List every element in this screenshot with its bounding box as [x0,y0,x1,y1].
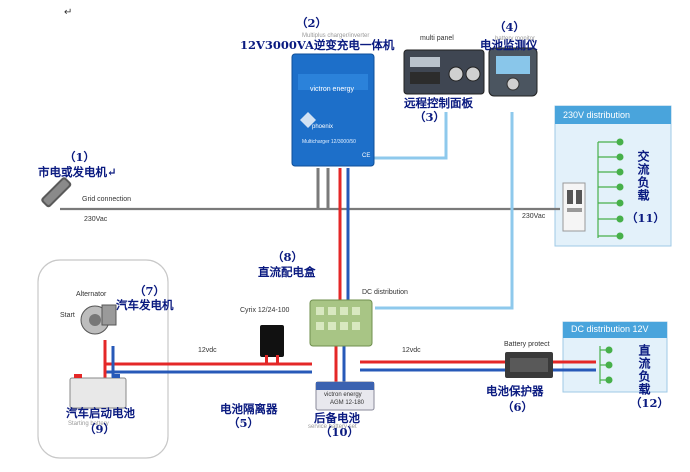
backup-battery-en-caption: service battery set [308,424,357,430]
dc-box-number: （8） [272,250,304,264]
backup-battery-spec: AGM 12-180 [330,400,365,406]
inverter-brand: victron energy [310,86,354,93]
battery-protect-en-caption: Battery protect [504,341,550,348]
cyrix-isolator-unit [260,325,284,357]
corner-mark: ↵ [64,7,73,18]
grid-plug-icon [41,177,72,208]
panel-label: 远程控制面板 [404,96,473,110]
inverter-unit [291,53,375,167]
monitor-en-caption: battery monitor [495,36,536,42]
isolator-en-caption: Cyrix 12/24-100 [240,307,290,314]
inverter-model: phoenix [312,124,334,130]
dc-panel-header-bar [563,322,667,338]
dc-load-bus [599,346,606,384]
ac-load-number: （11） [626,211,666,225]
panel-number: （3） [414,110,446,124]
inverter-dc-cables [316,168,350,305]
monitor-number: （4） [494,20,526,34]
grid-label: 市电或发电机↵ [38,165,117,179]
alternator-en-caption: Alternator [76,291,107,298]
dc-voltage-left: 12vdc [198,347,217,354]
grid-connection-text: Grid connection [82,196,132,203]
vehicle-frame [37,259,169,459]
dc-box-label: 直流配电盒 [258,265,316,279]
starting-battery-en-caption: Starting battery [68,421,109,427]
alternator-unit [80,304,117,335]
panel-en-caption: multi panel [420,35,454,42]
inverter-en-caption: Multiplus charger/inverter [302,33,370,39]
inverter-label: 12V3000VA逆变充电一体机 [240,38,395,52]
monitor-label: 电池监测仪 [480,38,538,52]
ac-voltage-right: 230Vac [522,213,546,220]
ac-load-label: 交流负载 [636,150,650,202]
backup-battery-brand: victron energy [324,392,362,398]
alternator-number: （7） [134,284,166,298]
dc-load-label: 直流负载 [637,344,651,396]
grid-number: （1） [64,150,96,164]
ac-voltage-left: 230Vac [84,216,108,223]
battery-protect-label: 电池保护器 [486,384,544,398]
dc-distribution-caption: DC distribution [362,289,408,296]
ac-load-dots [616,138,624,240]
alternator-label: 汽车发电机 [116,298,174,312]
starting-battery-number: （9） [84,422,116,436]
data-cables [366,112,514,310]
ac-panel-header-bar [555,106,671,124]
dc-load-dots [605,346,613,384]
battery-protect-number: （6） [502,400,534,414]
dc-voltage-right: 12vdc [402,347,421,354]
ac-load-bus [597,141,617,238]
ac-panel-header: 230V distribution [563,110,631,120]
starting-battery-label: 汽车启动电池 [66,406,135,420]
start-text: Start [60,312,75,319]
inverter-ce-mark: CE [362,153,371,159]
dc-panel-header: DC distribution 12V [571,324,649,334]
backup-battery-number: （10） [320,425,360,439]
isolator-label: 电池隔离器 [220,402,278,416]
inverter-number: （2） [296,16,328,30]
backup-battery-label: 后备电池 [314,411,360,425]
dc-load-number: （12） [630,396,670,410]
starting-battery-unit [69,377,127,409]
inverter-model-sub: Multicharger 12/3000/50 [302,139,356,145]
isolator-number: （5） [228,416,260,430]
